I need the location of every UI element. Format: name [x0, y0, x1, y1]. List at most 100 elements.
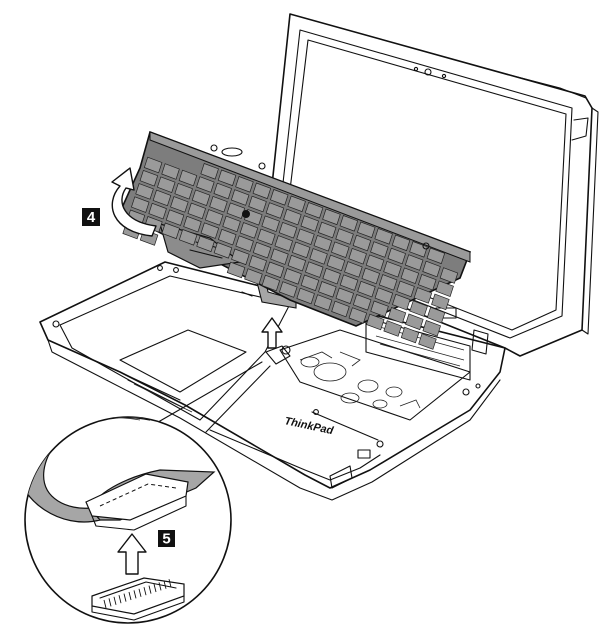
connector-pin — [118, 595, 122, 604]
step-4-badge: 4 — [82, 208, 100, 226]
keyboard-key — [418, 333, 437, 350]
keyboard-key — [339, 274, 359, 291]
keyboard-key — [239, 222, 259, 239]
keyboard-key — [365, 254, 385, 271]
keyboard-key — [352, 294, 372, 311]
keyboard-key — [265, 261, 285, 279]
keyboard-key — [165, 209, 185, 226]
keyboard-key — [278, 221, 298, 239]
connector-pin — [143, 587, 147, 596]
keyboard-key — [318, 281, 337, 298]
keyboard-key — [331, 241, 350, 258]
keyboard-key — [252, 182, 272, 200]
keyboard-key — [287, 195, 306, 213]
keyboard-key — [196, 235, 215, 253]
keyboard-key — [374, 228, 393, 245]
keyboard-key — [383, 320, 402, 337]
keyboard-key — [213, 242, 233, 259]
keyboard-key — [170, 196, 189, 213]
keyboard-key — [139, 169, 159, 187]
keyboard-key — [383, 260, 402, 278]
keyboard-key — [396, 280, 415, 298]
keyboard-key — [135, 183, 154, 200]
keyboard-key — [274, 235, 294, 252]
keyboard-key — [226, 261, 246, 279]
keyboard-key — [230, 189, 250, 206]
connector-pin — [113, 596, 117, 605]
keyboard-key — [178, 229, 198, 246]
keyboard-key — [196, 176, 215, 193]
keyboard-key — [431, 293, 450, 311]
keyboard-key — [370, 241, 389, 258]
keyboard-key — [352, 234, 372, 252]
keyboard-key — [143, 156, 163, 174]
keyboard-key — [313, 294, 333, 311]
keyboard-key — [283, 208, 302, 226]
keyboard-key — [235, 235, 254, 252]
keyboard-key — [279, 281, 298, 298]
keyboard-key — [248, 195, 267, 213]
keyboard-key — [244, 268, 263, 285]
trackpoint-icon — [242, 210, 250, 218]
connector-pin — [133, 590, 137, 599]
keyboard-key — [291, 241, 311, 259]
keyboard-key — [331, 300, 350, 318]
step-5-number: 5 — [162, 531, 170, 548]
keyboard-key — [248, 255, 268, 272]
connector-pin — [168, 579, 172, 588]
keyboard-key — [231, 248, 250, 266]
keyboard-key — [270, 248, 289, 265]
connector-pin — [163, 580, 167, 589]
keyboard-key — [387, 307, 407, 324]
keyboard-key — [387, 247, 407, 265]
keyboard-key — [317, 221, 337, 239]
keyboard-key — [357, 280, 376, 298]
keyboard-key — [187, 202, 207, 220]
keyboard-key — [178, 169, 198, 187]
connector-pins — [103, 579, 172, 609]
keyboard-key — [374, 287, 394, 304]
up-arrow-icon — [261, 317, 283, 349]
connector-pin — [138, 588, 142, 597]
keyboard — [118, 130, 472, 350]
connector-pin — [103, 599, 107, 609]
keyboard-key — [270, 189, 289, 206]
keyboard-key — [322, 267, 341, 285]
keyboard-key — [400, 267, 420, 284]
connector-pin — [128, 591, 132, 601]
connector-pin — [158, 582, 162, 591]
keyboard-key — [213, 182, 233, 200]
keyboard-key — [300, 215, 320, 232]
key-grid — [122, 156, 459, 350]
keyboard-key — [218, 228, 237, 246]
keyboard-key — [191, 189, 211, 206]
keyboard-key — [131, 196, 150, 213]
keyboard-key — [235, 176, 254, 193]
keyboard-key — [391, 234, 411, 252]
keyboard-key — [404, 254, 424, 271]
connector-pin — [108, 598, 112, 607]
keyboard-key — [339, 215, 359, 232]
keyboard-key — [305, 261, 324, 278]
keyboard-key — [252, 241, 272, 259]
connector-pin — [153, 583, 157, 593]
keyboard-key — [322, 208, 341, 226]
keyboard-key — [309, 248, 328, 265]
keyboard-key — [348, 307, 368, 324]
keyboard-key — [296, 228, 315, 245]
keyboard-key — [304, 202, 324, 219]
keyboard-key — [174, 182, 193, 200]
connector-pin — [148, 585, 152, 594]
keyboard-key — [370, 300, 389, 318]
keyboard-key — [357, 221, 376, 239]
keyboard-key — [326, 254, 346, 272]
keyboard-key — [296, 287, 315, 305]
keyboard-key — [200, 163, 219, 180]
keyboard-key — [361, 267, 381, 285]
step-4-number: 4 — [87, 209, 96, 226]
keyboard-key — [366, 313, 385, 331]
keyboard-key — [217, 169, 237, 187]
keyboard-key — [222, 215, 241, 233]
keyboard-key — [378, 274, 398, 291]
